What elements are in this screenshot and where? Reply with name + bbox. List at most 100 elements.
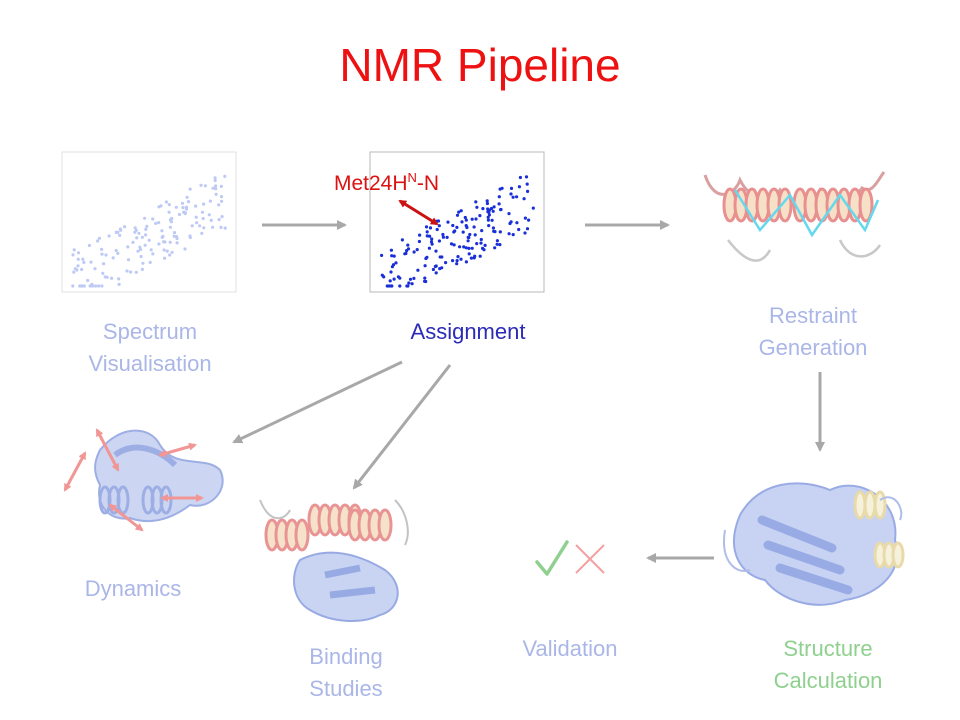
stage-label-structure: Structure Calculation <box>752 633 904 697</box>
spectrum-peak <box>394 261 398 265</box>
spectrum-peak <box>129 270 133 274</box>
cross-icon <box>575 544 605 574</box>
spectrum-peak <box>487 213 491 217</box>
spectrum-peak <box>458 245 462 249</box>
spectrum-peak <box>100 247 104 251</box>
spectrum-peak <box>479 241 483 245</box>
spectrum-peak <box>491 209 495 213</box>
spectrum-peak <box>456 255 460 259</box>
spectrum-peak <box>185 195 189 199</box>
spectrum-peak <box>425 255 429 259</box>
spectrum-peak <box>398 284 402 288</box>
spectrum-peak <box>172 234 176 238</box>
spectrum-peak <box>167 210 171 214</box>
spectrum-peak <box>141 261 145 265</box>
spectrum-peak <box>151 252 155 256</box>
spectrum-peak <box>90 282 94 286</box>
spectrum-peak <box>515 195 519 199</box>
spectrum-peak <box>71 253 75 257</box>
spectrum-peak <box>518 175 523 180</box>
spectrum-peak <box>467 235 471 240</box>
spectrum-peak <box>202 226 206 230</box>
spectrum-peak <box>220 199 224 203</box>
spectrum-peak <box>103 275 107 279</box>
spectrum-peak <box>446 220 450 224</box>
spectrum-peak <box>388 279 392 283</box>
spectrum-peak <box>168 225 172 229</box>
spectrum-peak <box>131 240 135 244</box>
stage-label-binding-line1: Binding <box>309 644 383 669</box>
spectrum-peak <box>491 226 495 230</box>
spectrum-peak <box>136 249 140 253</box>
spectrum-peak <box>445 235 449 239</box>
spectrum-peak <box>217 218 221 222</box>
spectrum-peak <box>180 201 185 205</box>
spectrum-peak <box>96 239 100 243</box>
spectrum-peak <box>511 233 515 237</box>
spectrum-peak <box>157 221 161 225</box>
spectrum-peak <box>168 240 172 244</box>
spectrum-peak <box>428 226 433 230</box>
spectrum-peak <box>423 264 427 268</box>
spectrum-peak <box>168 218 172 222</box>
spectrum-peak <box>194 204 198 208</box>
spectrum-peak <box>492 205 496 209</box>
spectrum-peak <box>405 249 409 253</box>
spectrum-peak <box>80 267 84 272</box>
spectrum-peak <box>81 257 85 261</box>
spectrum-peak <box>431 267 435 272</box>
spectrum-peak <box>480 229 484 233</box>
stage-label-spectrum: Spectrum Visualisation <box>60 316 240 380</box>
spectrum-peak <box>213 176 217 180</box>
spectrum-peak <box>473 254 477 258</box>
spectrum-peak <box>203 184 207 188</box>
spectrum-peak <box>116 251 120 255</box>
spectrum-peak <box>464 246 468 250</box>
spectrum-peak <box>497 202 501 206</box>
spectrum-peak <box>526 189 530 193</box>
spectrum-peak <box>93 267 97 271</box>
spectrum-peak <box>139 254 143 259</box>
spectrum-peak <box>135 236 139 240</box>
spectrum-peak <box>198 224 202 228</box>
spectrum-peak <box>86 278 90 283</box>
stage-label-assignment: Assignment <box>410 319 526 344</box>
spectrum-peak <box>143 243 147 247</box>
spectrum-peak <box>423 279 427 283</box>
spectrum-peak <box>101 271 105 275</box>
spectrum-peak <box>174 205 178 209</box>
spectrum-peak <box>214 187 218 191</box>
spectrum-peak <box>117 277 121 281</box>
spectrum-peak <box>390 265 394 269</box>
spectrum-peak <box>211 186 215 190</box>
spectrum-peak <box>417 239 421 244</box>
spectrum-peak <box>207 213 211 217</box>
helix-turn <box>873 490 887 520</box>
spectrum-peak <box>523 231 527 235</box>
spectrum-peak <box>461 230 465 234</box>
spectrum-peak <box>148 260 152 264</box>
spectrum-peak <box>498 243 502 247</box>
spectrum-peak <box>97 236 101 240</box>
assignment-annotation: Met24HN-N <box>334 170 440 195</box>
spectrum-peak <box>172 231 177 235</box>
spectrum-peak <box>475 205 479 209</box>
helix-turn <box>377 508 393 542</box>
spectrum-peak <box>82 284 86 288</box>
spectrum-peak <box>138 245 142 249</box>
spectrum-peak <box>385 284 389 288</box>
spectrum-peak <box>493 246 497 250</box>
spectrum-peak <box>200 231 204 235</box>
spectrum-peak <box>452 243 456 247</box>
assignment-arrow <box>398 199 439 226</box>
spectrum-peak <box>147 238 151 242</box>
spectrum-peak <box>507 232 511 236</box>
spectrum-peak <box>209 218 213 222</box>
spectrum-peak <box>478 214 482 218</box>
spectrum-peak <box>76 251 81 255</box>
spectrum-peak <box>468 232 472 237</box>
spectrum-peak <box>104 253 108 257</box>
spectrum-peak <box>525 182 529 186</box>
spectrum-peak <box>457 210 461 214</box>
spectrum-peak <box>87 243 91 248</box>
